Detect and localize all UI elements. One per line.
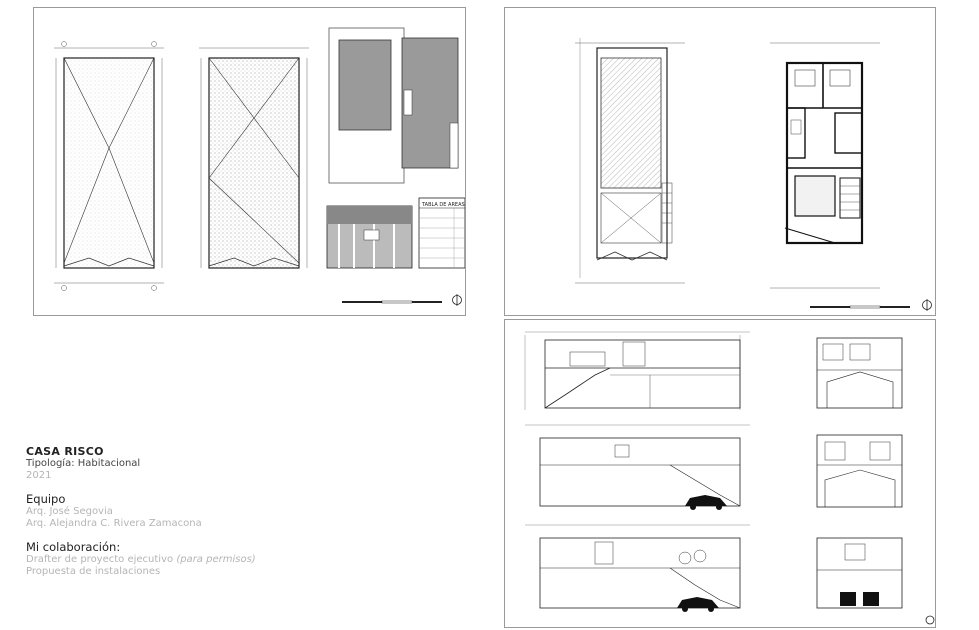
scale-bar (342, 294, 462, 306)
scale-bar-2 (810, 299, 932, 311)
roof-plan (328, 27, 459, 184)
collaboration-item-1: Drafter de proyecto ejecutivo (para perm… (26, 554, 326, 566)
drawing-sheet-floor-plans (504, 7, 936, 316)
floor-plan-ground (575, 38, 685, 284)
lot-plan-2 (199, 47, 309, 269)
floor-plan-upper (770, 42, 880, 289)
area-table-title: TABLA DE AREAS (421, 202, 465, 208)
team-member-1: Arq. José Segovia (26, 506, 113, 517)
section-a (524, 331, 750, 410)
drawing-sheet-site-plans: TABLA DE AREAS (33, 7, 466, 316)
elevation-f (816, 537, 903, 609)
project-year: 2021 (26, 470, 52, 481)
section-e (525, 524, 750, 612)
project-caption: CASA RISCO Tipología: Habitacional 2021 … (26, 445, 326, 578)
floor-plans-drawing (575, 38, 932, 311)
drawing-sheet-sections (504, 319, 936, 628)
section-c (525, 424, 750, 510)
collaboration-heading: Mi colaboración: (26, 540, 121, 554)
scale-bar-3 (925, 615, 935, 625)
project-name: CASA RISCO (26, 445, 104, 458)
team-member-2: Arq. Alejandra C. Rivera Zamacona (26, 518, 202, 529)
section-block (326, 205, 413, 269)
collaboration-item-1-note: (para permisos) (176, 554, 256, 565)
elevation-b (816, 337, 903, 409)
site-plans-drawing: TABLA DE AREAS (54, 27, 465, 306)
project-typology: Tipología: Habitacional (26, 458, 141, 469)
area-table: TABLA DE AREAS (418, 197, 465, 269)
sections-drawing (524, 331, 935, 625)
team-heading: Equipo (26, 492, 66, 506)
collaboration-item-2: Propuesta de instalaciones (26, 566, 161, 577)
collaboration-item-1-main: Drafter de proyecto ejecutivo (26, 554, 174, 565)
lot-plan-1 (54, 41, 164, 291)
elevation-d (816, 434, 903, 508)
